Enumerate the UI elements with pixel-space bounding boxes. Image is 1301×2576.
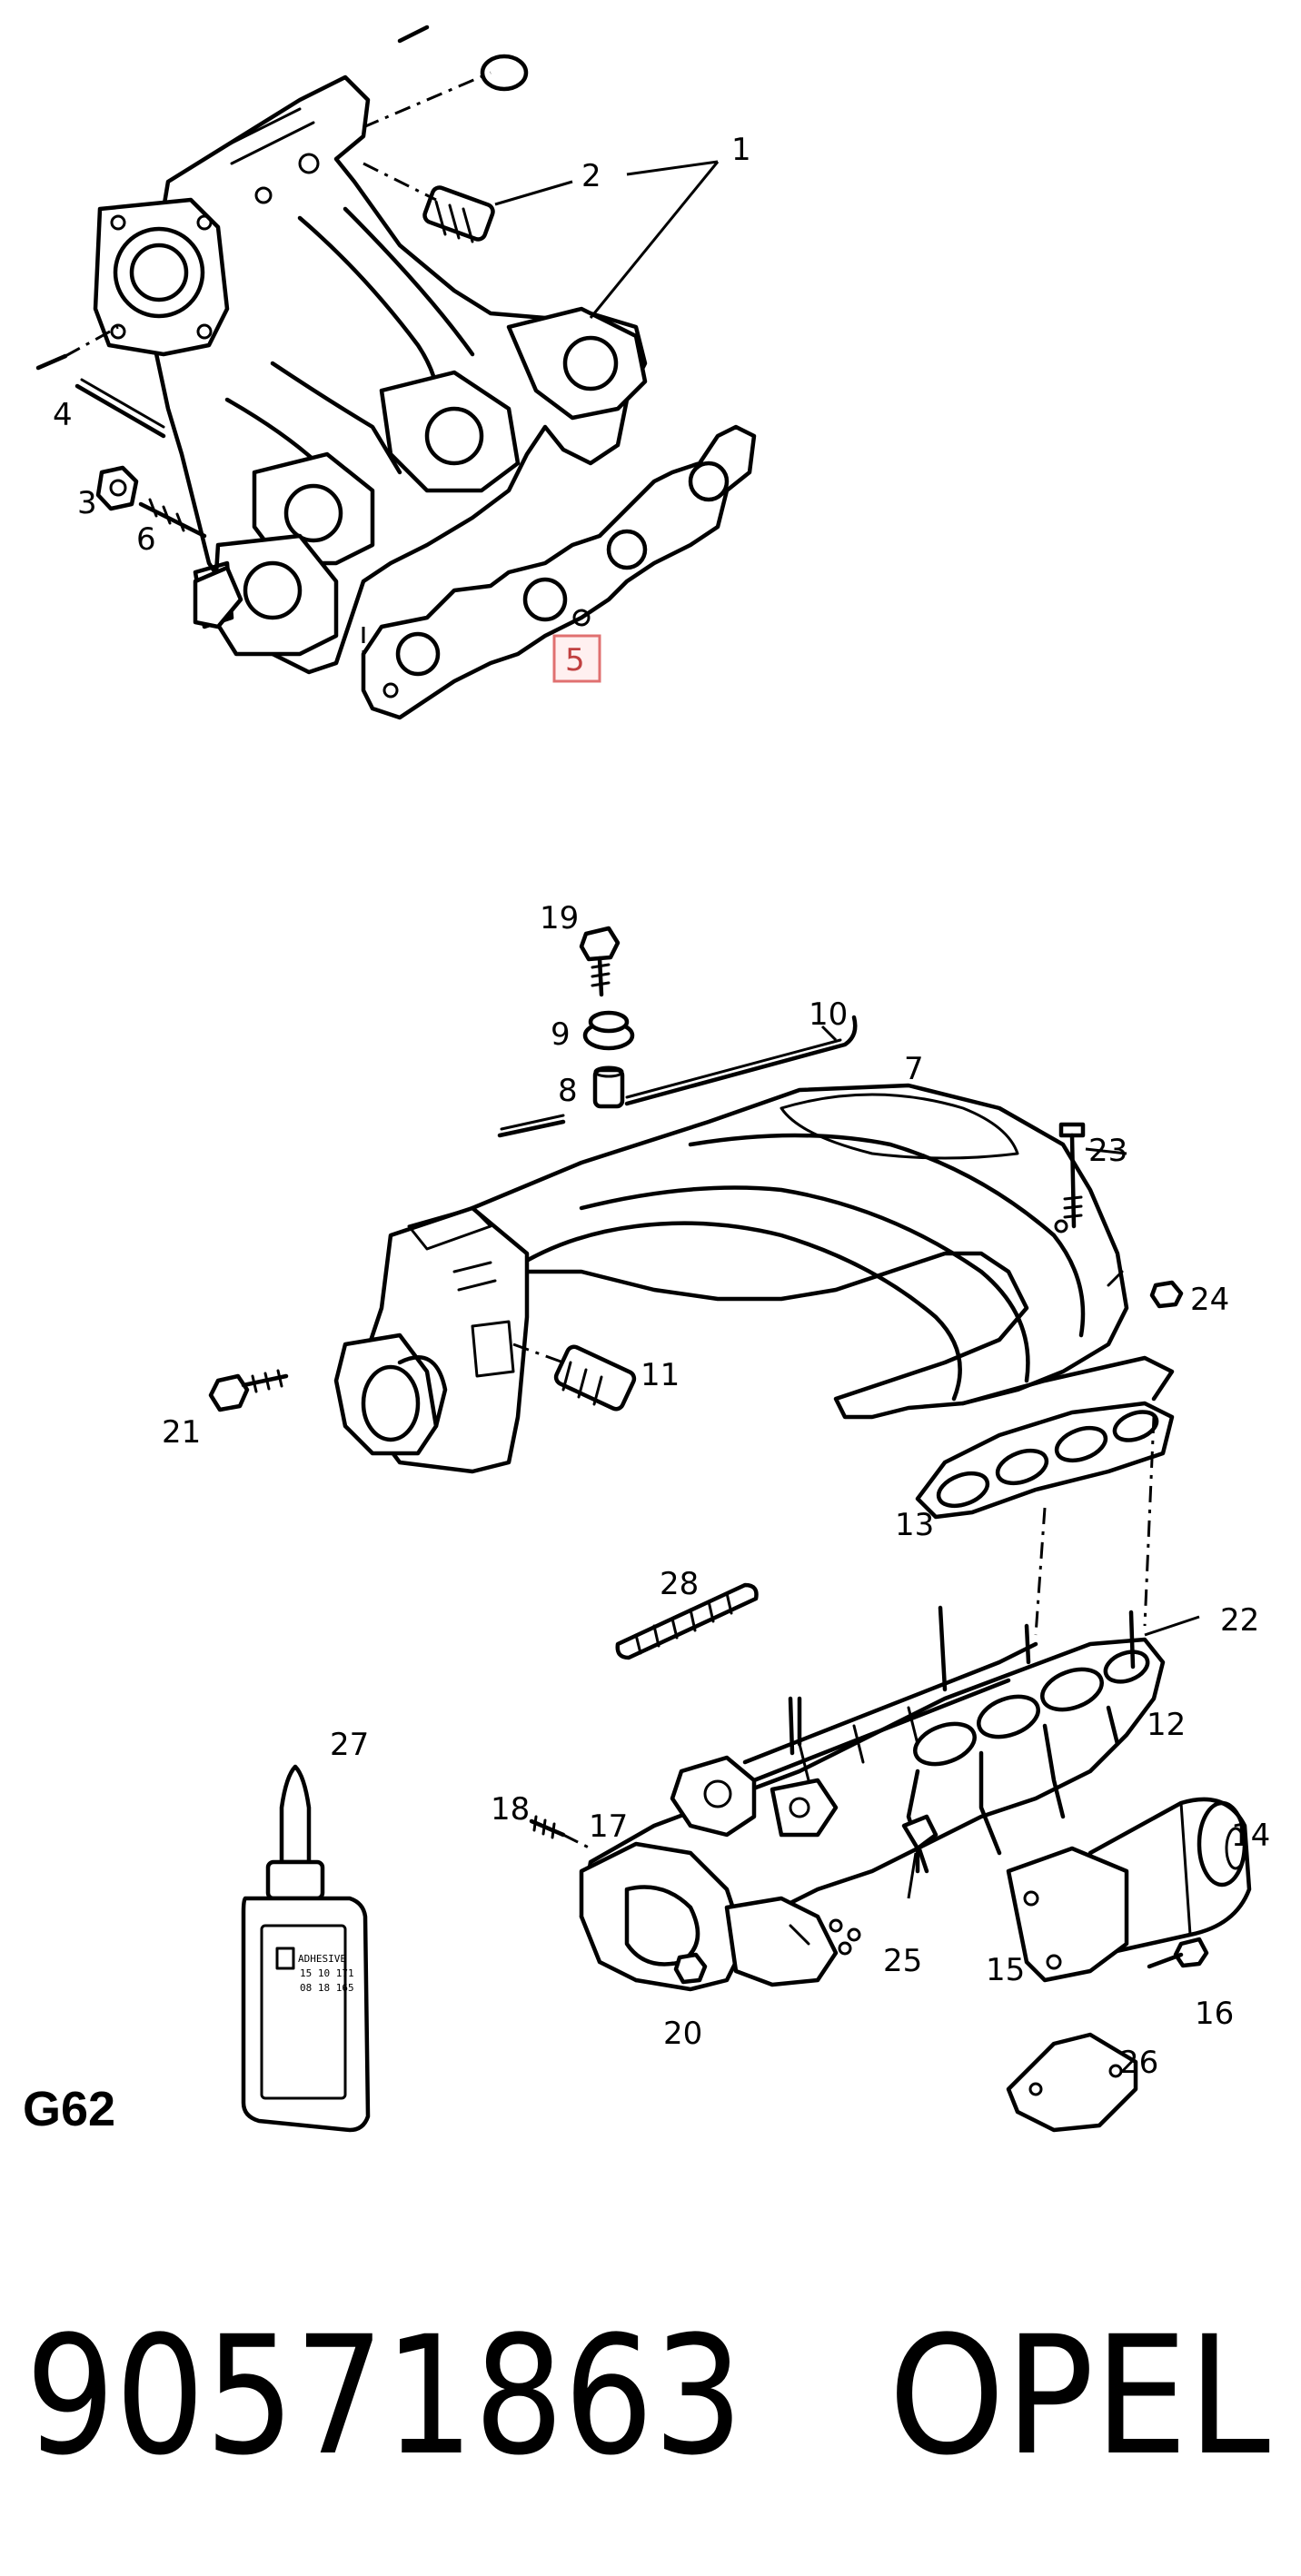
sheet-code: G62 [23,2082,115,2136]
hose-10-icon [497,1015,858,1138]
callout-5: 5 [565,642,585,679]
cap-plug-icon [480,54,529,92]
bolt-21-icon [208,1369,289,1412]
callout-10: 10 [809,996,848,1033]
manifold-gasket-upper [361,424,757,720]
part-number: 90571863 [25,2302,743,2492]
svg-text:08 18 165: 08 18 165 [300,1982,354,1994]
callout-19: 19 [540,900,579,936]
nut-24-icon [1149,1280,1184,1309]
callout-6: 6 [136,521,156,558]
bracket-15 [1006,1846,1129,1983]
callout-20: 20 [663,2016,702,2052]
svg-text:15 10 171: 15 10 171 [300,1967,354,1979]
callout-24: 24 [1190,1282,1229,1318]
callout-22: 22 [1220,1602,1259,1639]
callout-12: 12 [1147,1707,1186,1743]
callout-28: 28 [660,1566,699,1602]
gasket-13 [915,1401,1175,1520]
callout-17: 17 [589,1808,628,1845]
svg-text:ADHESIVE: ADHESIVE [298,1953,346,1965]
callout-23: 23 [1088,1133,1127,1169]
fitting-11-icon [553,1344,637,1412]
callout-14: 14 [1231,1818,1270,1854]
brand-name: OPEL [889,2302,1270,2492]
nut-20-icon [673,1952,708,1985]
callout-25: 25 [883,1943,922,1979]
bolt-23-icon [1058,1122,1086,1229]
callout-15: 15 [986,1952,1025,1988]
callout-11: 11 [641,1357,680,1393]
intake-plenum-7 [333,1083,1175,1474]
stud-28-icon [615,1582,759,1660]
callout-labels: 1 2 3 4 6 5 19 10 9 7 8 23 24 11 21 13 2… [53,132,1270,2081]
gasket-26 [1006,2032,1138,2133]
callout-18: 18 [491,1791,530,1828]
sensor-25-icon [901,1814,939,1874]
callout-1: 1 [731,132,751,168]
callout-26: 26 [1119,2045,1158,2081]
callout-8: 8 [558,1073,578,1109]
sealant-bottle-27-icon: ADHESIVE 15 10 171 08 18 165 [241,1764,371,2133]
callout-21: 21 [162,1414,201,1451]
callout-27: 27 [330,1727,369,1763]
callout-5-highlight[interactable]: 5 [552,634,601,683]
callout-16: 16 [1195,1996,1234,2032]
callout-7: 7 [904,1051,924,1087]
callout-2: 2 [581,158,601,194]
sleeve-8-icon [592,1065,625,1109]
sensor-port-icon [193,565,243,629]
grommet-9-icon [582,1010,635,1051]
callout-4: 4 [53,397,73,433]
upper-intake-manifold [93,74,648,675]
stud-18-icon [529,1815,566,1839]
callout-9: 9 [551,1016,571,1053]
bolt-19-icon [579,926,621,997]
nut-3-icon [95,465,139,511]
stud-4-icon [74,378,166,439]
stud-small-icon [35,25,430,371]
callout-13: 13 [895,1507,934,1543]
callout-3: 3 [77,485,97,521]
fitting-2-icon [422,185,495,243]
stud-6-icon [138,498,207,539]
bolt-16-icon [1147,1937,1209,1969]
